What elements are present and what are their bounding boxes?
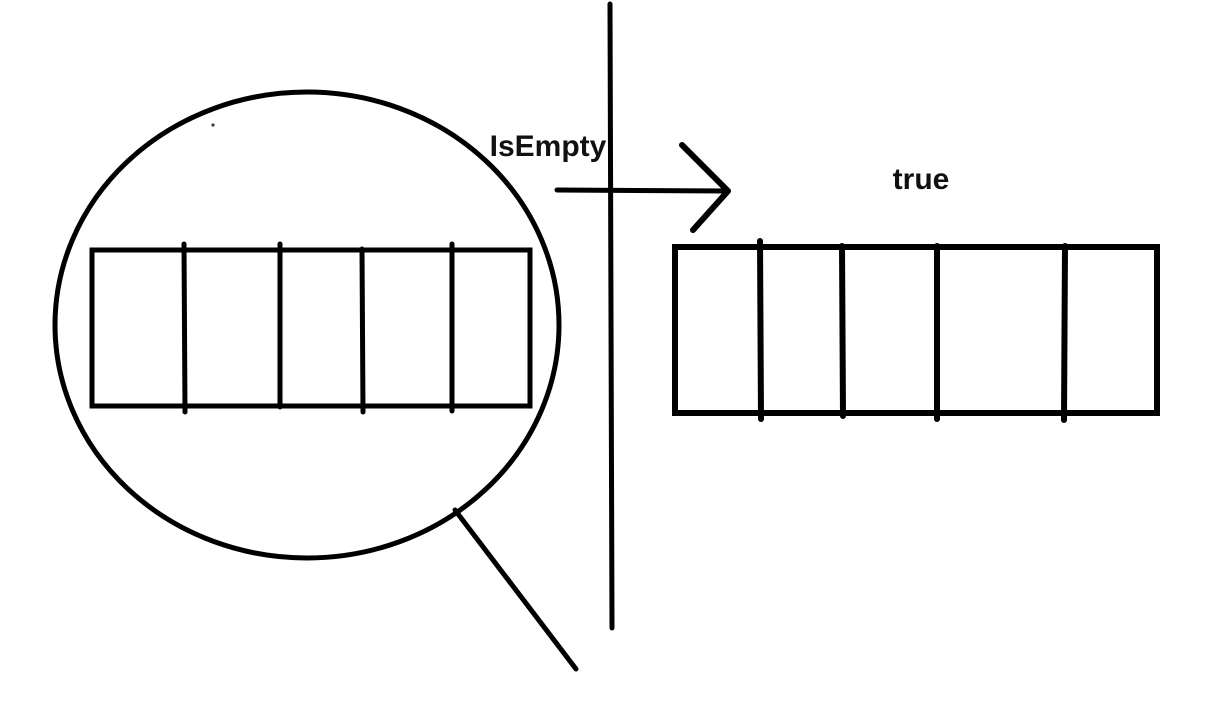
- left-array: [89, 241, 533, 415]
- magnifier: [52, 89, 579, 672]
- isempty-arrow: [554, 142, 731, 233]
- right-array-cell-dividers: [757, 238, 1068, 423]
- cell-divider: [359, 246, 366, 415]
- arrow-head: [679, 142, 731, 233]
- left-array-outline: [89, 247, 533, 409]
- magnifier-circle: [52, 89, 562, 561]
- vertical-divider-line: [607, 1, 615, 631]
- arrow-shaft: [554, 187, 730, 194]
- cell-divider: [181, 241, 188, 415]
- right-array-outline: [672, 244, 1160, 416]
- right-array: [672, 238, 1160, 423]
- stray-dot: [211, 123, 215, 127]
- cell-divider: [839, 243, 846, 419]
- left-array-cell-dividers: [181, 241, 455, 415]
- magnifier-handle: [452, 507, 579, 672]
- cell-divider: [1061, 243, 1068, 423]
- cell-divider: [757, 238, 764, 422]
- operation-label: IsEmpty: [490, 130, 607, 163]
- result-label: true: [893, 163, 950, 196]
